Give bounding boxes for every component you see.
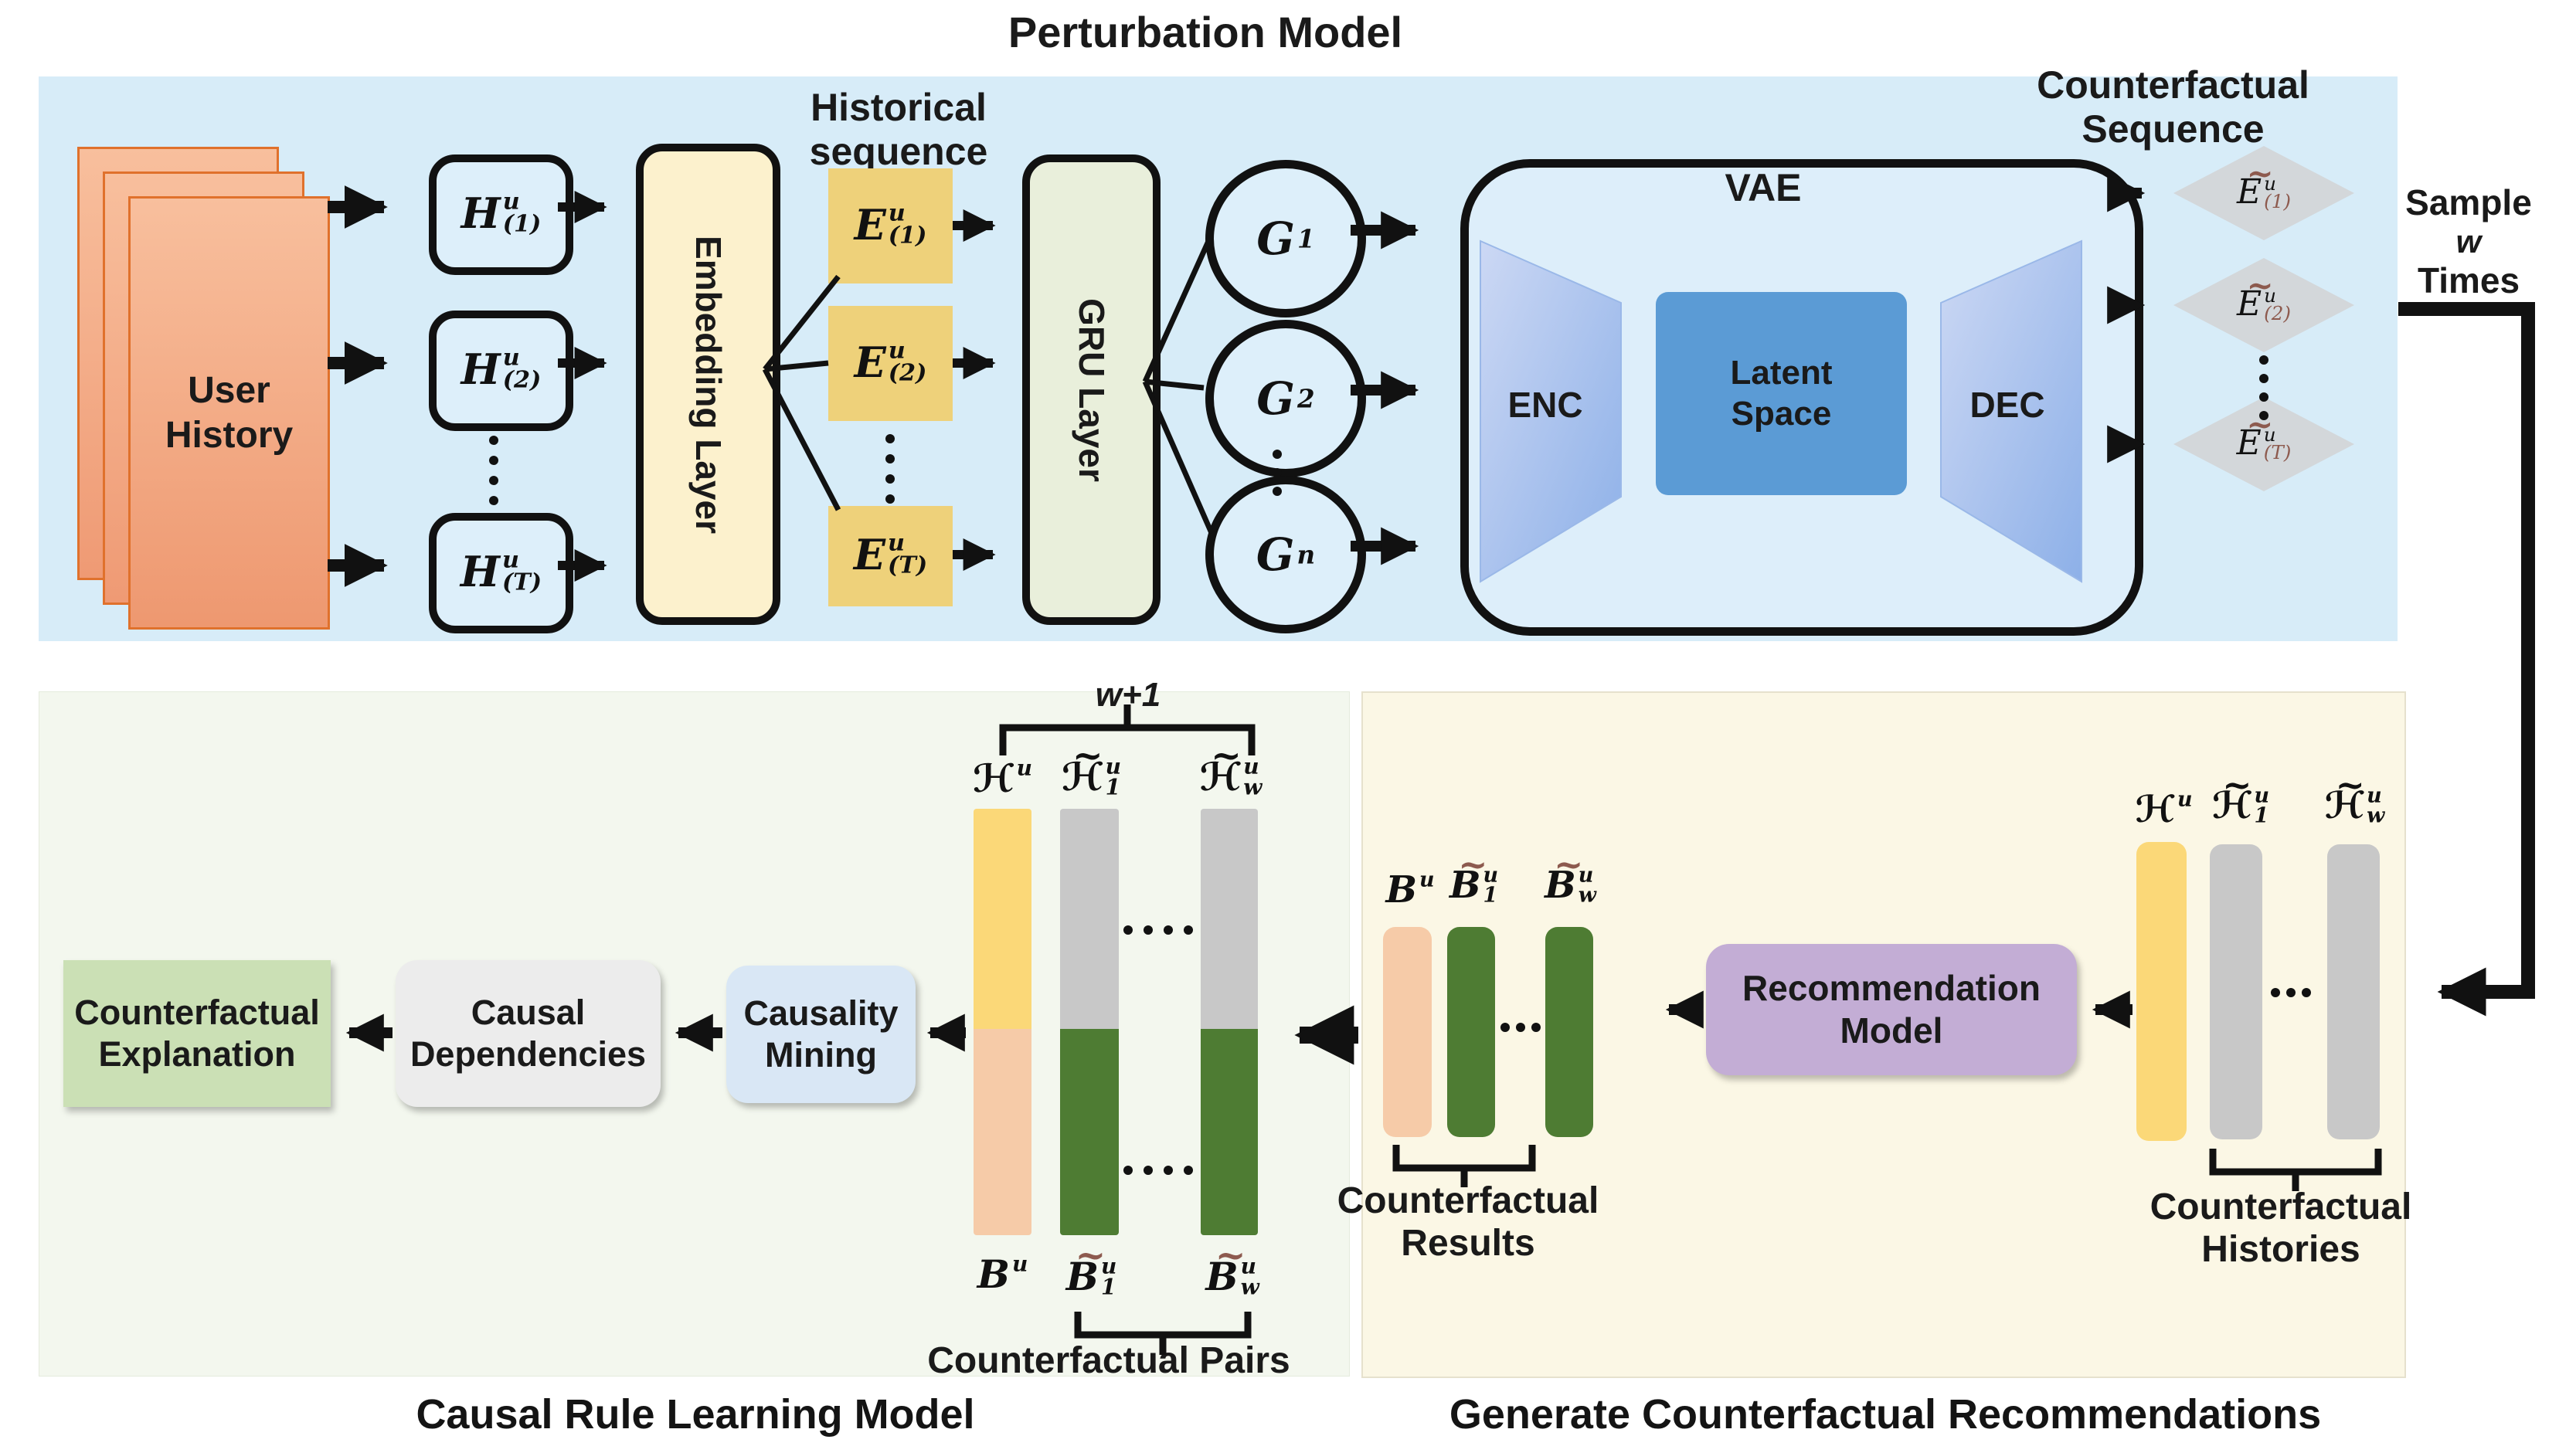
g-node-1: G 1 — [1205, 160, 1366, 317]
h1-label: H u(1) — [460, 188, 542, 239]
b1-result-bar — [1447, 927, 1495, 1137]
embedding-layer-label: Embedding Layer — [688, 235, 729, 534]
times-line: Times — [2417, 260, 2520, 301]
hu-history-label: ℋ u — [2135, 787, 2193, 831]
embedding-layer-box: Embedding Layer — [636, 144, 780, 625]
page-title: Perturbation Model — [1008, 7, 1403, 56]
histories-line2: Histories — [2201, 1229, 2360, 1270]
recommendation-model-box: Recommendation Model — [1706, 944, 2077, 1075]
w-line: w — [2455, 222, 2482, 260]
results-line1: Counterfactual — [1337, 1180, 1599, 1221]
hT-label: H u(T) — [460, 546, 542, 597]
e1-tilde-label: ~ E u(1) — [2236, 154, 2291, 212]
counterfactual-explanation-box: Counterfactual Explanation — [63, 960, 331, 1107]
latent-space-box: Latent Space — [1656, 292, 1907, 495]
b-col-label: B u — [977, 1251, 1028, 1297]
sample-line: Sample — [2405, 182, 2532, 222]
eT-tilde-label: ~ E u(T) — [2236, 405, 2292, 463]
counterfactual-histories-label: Counterfactual Histories — [2134, 1182, 2428, 1275]
h-box-1: H u(1) — [429, 154, 573, 275]
rec-model-line2: Model — [1840, 1010, 1943, 1051]
e1-label: E u(1) — [854, 199, 927, 250]
h1-column-gray-green — [1060, 809, 1119, 1235]
gru-layer-box: GRU Layer — [1022, 154, 1161, 625]
h-column-yellow-peach — [974, 809, 1031, 1235]
gru-layer-label: GRU Layer — [1071, 297, 1112, 482]
mining-line2: Mining — [765, 1035, 877, 1074]
latent-space-label: Latent Space — [1730, 353, 1833, 433]
historical-sequence-label: Historical sequence — [719, 86, 1079, 174]
g1-label: G 1 — [1256, 212, 1315, 265]
h-box-T: H u(T) — [429, 513, 573, 633]
gn-label: G n — [1256, 528, 1316, 581]
sample-w-times-note: Sample w Times — [2403, 182, 2534, 300]
hu-history-bar — [2136, 842, 2187, 1141]
e2-label: E u(2) — [854, 337, 927, 387]
w-plus-1-label: w+1 — [1095, 675, 1161, 714]
enc-label: ENC — [1507, 384, 1583, 425]
results-line2: Results — [1401, 1223, 1535, 1264]
e2-tilde-label: ~ E u(2) — [2236, 266, 2291, 324]
user-history-card-front: User History — [128, 196, 330, 630]
explanation-line2: Explanation — [98, 1034, 296, 1074]
vae-label: VAE — [1725, 166, 1802, 210]
h-box-2: H u(2) — [429, 311, 573, 431]
g2-label: G 2 — [1256, 372, 1315, 425]
e-box-2: E u(2) — [828, 306, 953, 421]
counterfactual-pairs-label: Counterfactual Pairs — [927, 1340, 1290, 1382]
bw-result-bar — [1545, 927, 1593, 1137]
hw-history-bar — [2327, 844, 2380, 1139]
dependencies-line2: Dependencies — [410, 1034, 647, 1074]
user-history-label: User History — [165, 369, 294, 456]
hw-column-gray-green — [1201, 809, 1258, 1235]
counterfactual-sequence-label: Counterfactual Sequence — [2037, 63, 2309, 151]
eT-label: E u(T) — [853, 529, 928, 580]
explanation-line1: Counterfactual — [74, 993, 320, 1032]
h2-label: H u(2) — [460, 344, 542, 395]
g-node-2: G 2 — [1205, 320, 1366, 477]
e-box-1: E u(1) — [828, 168, 953, 283]
causality-mining-box: Causality Mining — [726, 966, 916, 1103]
mining-line1: Causality — [743, 993, 899, 1033]
counterfactual-results-label: Counterfactual Results — [1329, 1176, 1607, 1268]
bu-result-bar — [1383, 927, 1432, 1137]
dec-label: DEC — [1969, 384, 2045, 425]
histories-line1: Counterfactual — [2149, 1186, 2412, 1227]
e-box-T: E u(T) — [828, 506, 953, 606]
causal-dependencies-box: Causal Dependencies — [396, 960, 661, 1107]
generate-panel-caption: Generate Counterfactual Recommendations — [1449, 1391, 2322, 1438]
rec-model-line1: Recommendation — [1742, 967, 2041, 1008]
g-node-n: G n — [1205, 476, 1366, 633]
h-col-label: ℋ u — [973, 755, 1032, 801]
dependencies-line1: Causal — [471, 993, 586, 1032]
causal-panel-caption: Causal Rule Learning Model — [416, 1391, 975, 1438]
h1-history-bar — [2210, 844, 2262, 1139]
bu-result-label: B u — [1385, 867, 1435, 912]
